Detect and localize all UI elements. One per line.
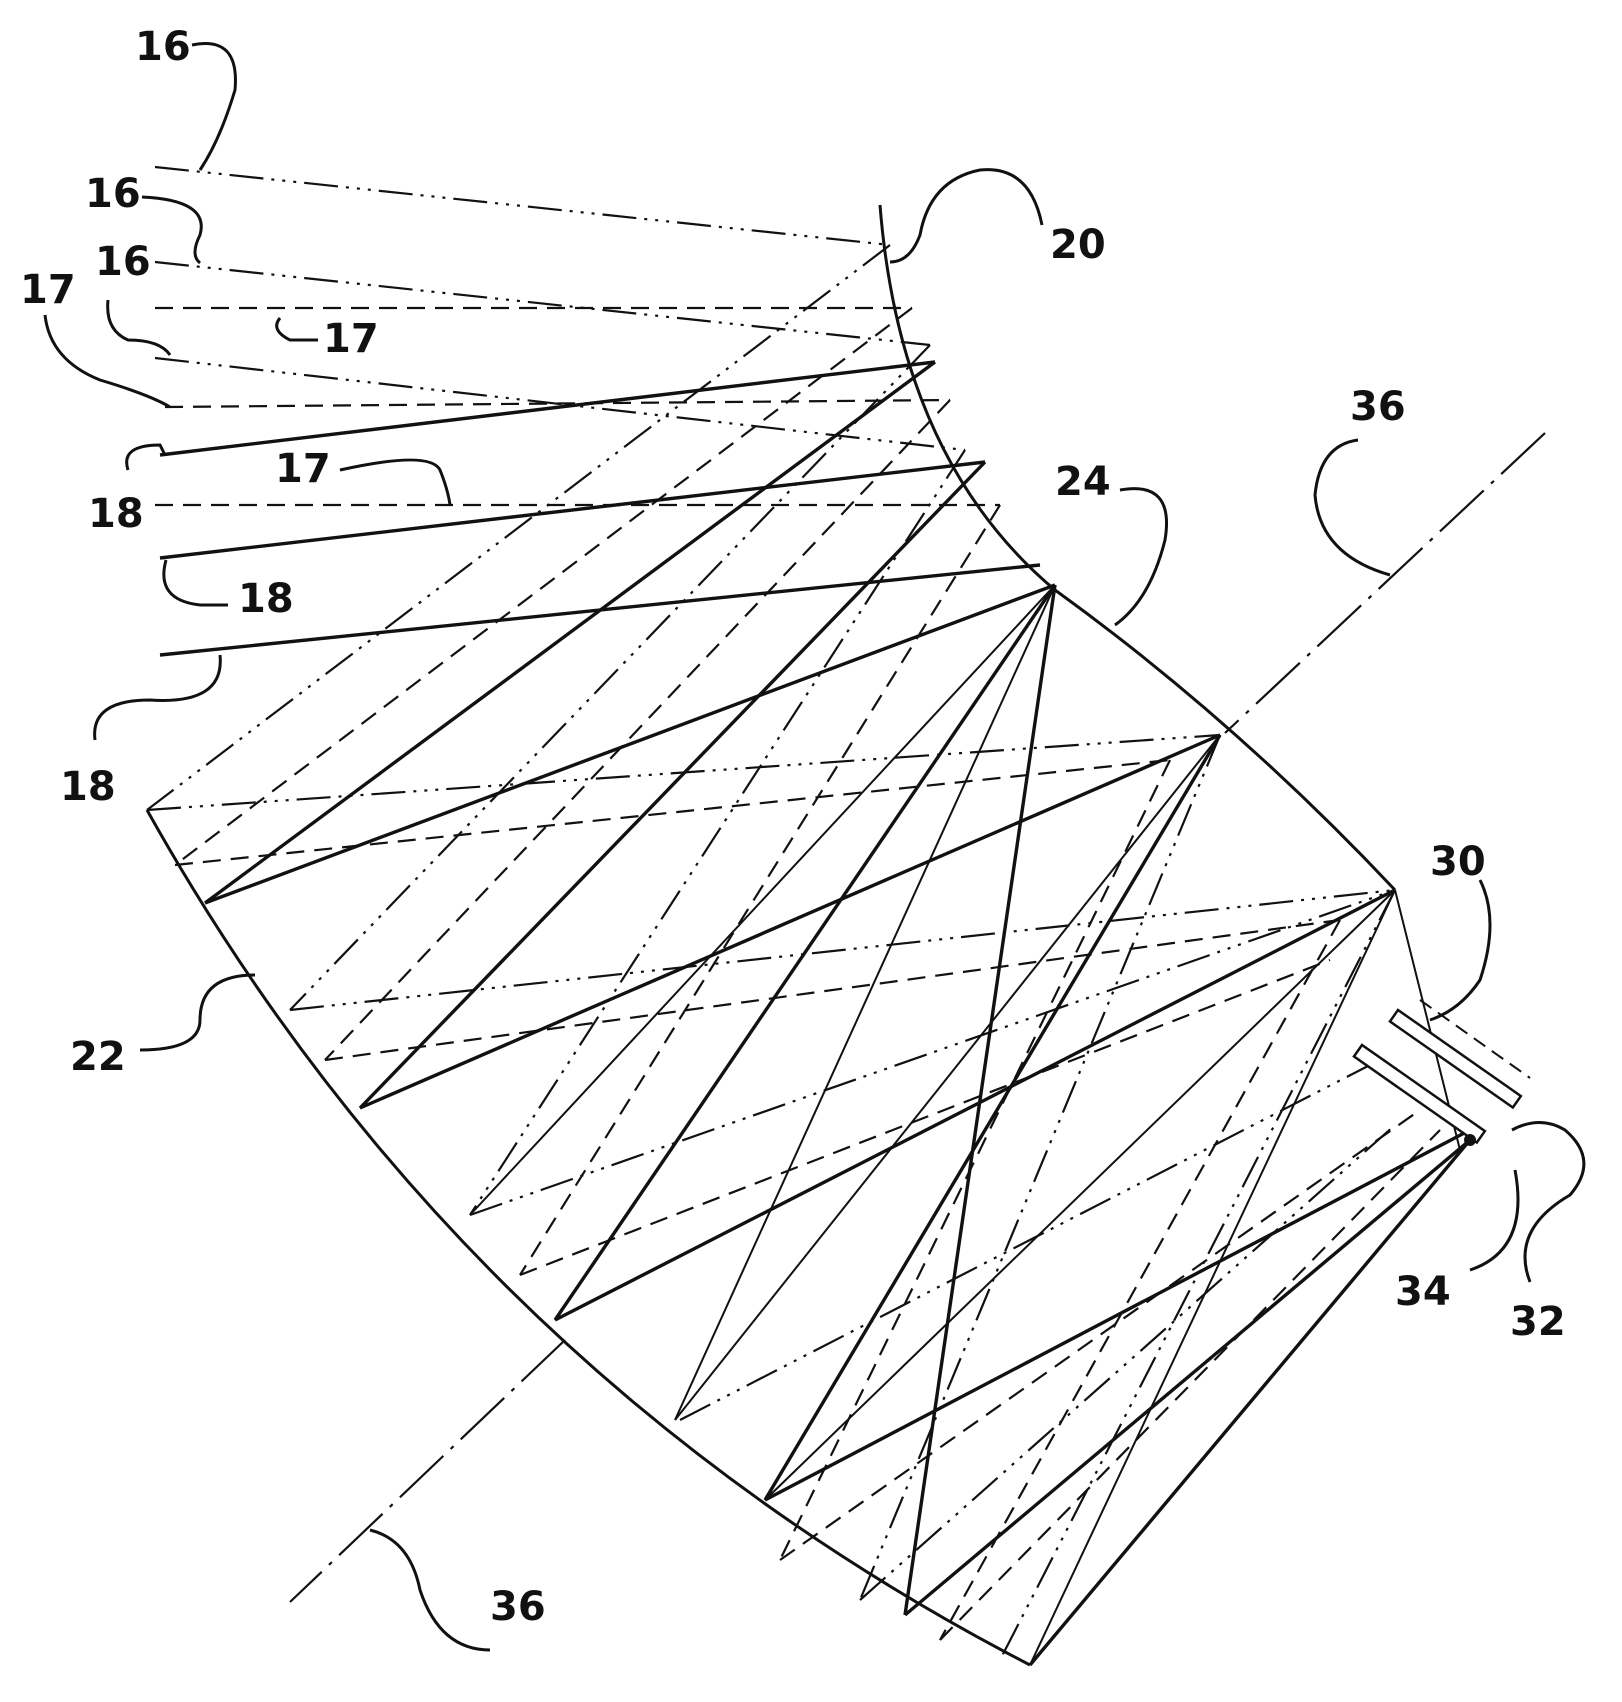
fan-3 <box>764 889 1396 1501</box>
ray-18-f-4 <box>764 1128 1471 1502</box>
label-17-low: 17 <box>275 446 331 492</box>
mirror-22 <box>145 809 1031 1667</box>
label-16-top: 16 <box>135 24 191 70</box>
element-30-dash <box>1419 999 1531 1079</box>
label-17-mid: 17 <box>323 316 379 362</box>
mirror-24 <box>1054 588 1397 892</box>
label-16-mid: 16 <box>85 171 141 217</box>
reference-labels: 16 16 16 17 17 17 18 18 18 20 22 24 36 3… <box>20 24 1566 1630</box>
leader-17-mid <box>275 317 318 342</box>
ray-16-g-4 <box>679 1064 1371 1421</box>
ray-17-b-in <box>164 398 951 409</box>
ray-16-b-2 <box>289 888 1396 1012</box>
optical-axis-upper <box>1224 432 1546 734</box>
ray-18-h-4 <box>1028 1138 1472 1667</box>
detector-assembly <box>1352 999 1531 1146</box>
ray-18-e-3 <box>763 734 1222 1501</box>
fan-2 <box>674 734 1221 1421</box>
label-32: 32 <box>1510 1299 1566 1345</box>
ray-group-16 <box>146 165 1396 1661</box>
ray-17-b-ref <box>324 399 951 1061</box>
ray-17-f-4 <box>779 1109 1421 1561</box>
ray-18-b-in <box>159 460 986 560</box>
ray-18-c-ref <box>553 584 1057 1321</box>
label-36-lower: 36 <box>490 1584 546 1630</box>
optical-axis-lower <box>289 1339 566 1603</box>
fan-4 <box>469 584 1056 1216</box>
ray-16-a-in <box>154 165 891 247</box>
element-34 <box>1352 1043 1487 1145</box>
ray-17-g-4 <box>939 1129 1441 1641</box>
ray-18-g-4 <box>903 1138 1472 1617</box>
ray-16-a-ref <box>146 244 891 811</box>
ray-18-a-2 <box>204 583 1056 905</box>
mirror-20 <box>878 204 1056 592</box>
ray-fan-thin <box>469 584 1396 1666</box>
leader-18-low <box>93 654 222 741</box>
label-24: 24 <box>1055 459 1111 505</box>
ray-16-b-ref <box>289 344 931 1011</box>
ray-18-b-ref <box>358 460 987 1110</box>
leader-17-left <box>43 314 171 409</box>
element-30 <box>1388 1008 1523 1110</box>
ray-group-17 <box>155 306 1441 1641</box>
leader-17-low <box>339 458 452 506</box>
label-22: 22 <box>70 1034 126 1080</box>
leader-18-mid <box>162 559 228 607</box>
ray-18-d-3 <box>903 584 1057 1616</box>
leader-16-mid <box>141 195 203 265</box>
leader-22 <box>139 973 256 1052</box>
ray-16-f-4 <box>859 1124 1396 1601</box>
label-16-low: 16 <box>95 239 151 285</box>
leader-16-top <box>191 42 237 171</box>
label-34: 34 <box>1395 1269 1451 1315</box>
label-30: 30 <box>1430 839 1486 885</box>
ray-16-c-ref <box>469 449 966 1216</box>
ray-17-a-ref <box>174 307 913 866</box>
label-18-low: 18 <box>60 764 116 810</box>
label-17-left: 17 <box>20 267 76 313</box>
ray-18-a-ref <box>203 360 937 905</box>
leader-32 <box>1511 1121 1586 1283</box>
fan-1 <box>674 584 1056 1421</box>
ray-16-d-3 <box>858 734 1222 1601</box>
leader-18-top <box>125 443 167 471</box>
ray-16-c-2 <box>469 888 1396 1217</box>
leader-20 <box>889 168 1044 264</box>
label-36-upper: 36 <box>1350 384 1406 430</box>
leader-36-upper <box>1313 438 1391 577</box>
ray-18-a-in <box>159 360 936 457</box>
ray-17-e-3 <box>939 919 1341 1641</box>
leader-24 <box>1114 487 1168 627</box>
leader-36-lower <box>369 1528 491 1652</box>
ray-18-b-2 <box>359 733 1221 1110</box>
leader-lines <box>43 42 1586 1652</box>
ray-17-c-2 <box>519 958 1331 1277</box>
fan-5 <box>1029 889 1396 1666</box>
element-32-focus <box>1464 1134 1476 1146</box>
ray-17-b-2 <box>324 918 1341 1062</box>
leader-30 <box>1429 879 1492 1022</box>
ray-17-c-ref <box>519 504 1001 1276</box>
label-20: 20 <box>1050 222 1106 268</box>
leader-16-low <box>106 299 172 356</box>
ray-16-b-in <box>154 260 931 347</box>
ray-17-d-3 <box>779 759 1171 1561</box>
label-18-mid: 18 <box>238 576 294 622</box>
label-18-top: 18 <box>88 491 144 537</box>
leader-34 <box>1469 1169 1520 1272</box>
ray-group-18 <box>159 360 1472 1667</box>
ray-18-c-2 <box>554 888 1396 1322</box>
